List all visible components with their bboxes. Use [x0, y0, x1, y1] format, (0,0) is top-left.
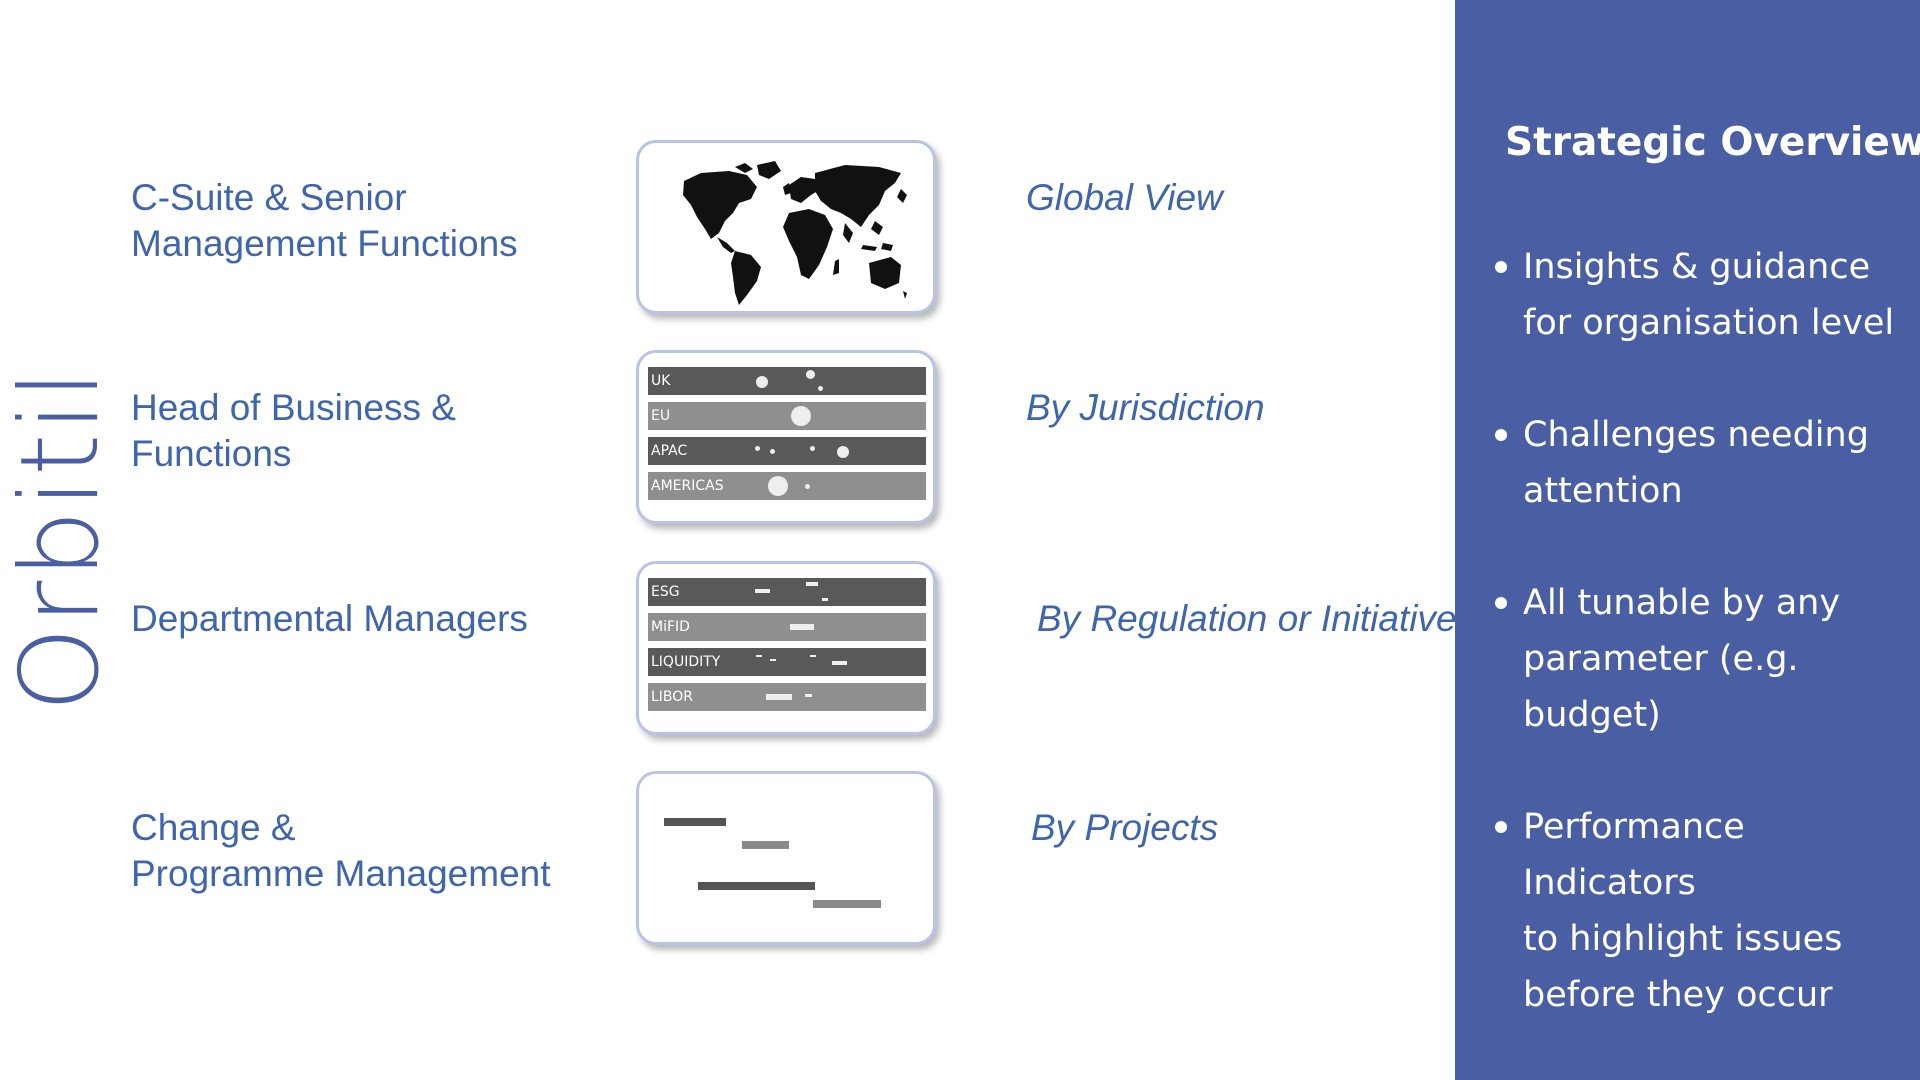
bullet-item: All tunable by any parameter (e.g. budge… — [1495, 575, 1920, 743]
bubble-marker — [770, 449, 775, 454]
bullet-line: All tunable by any — [1523, 583, 1841, 623]
logo-text: Orbitil — [10, 368, 110, 712]
timeline-bar — [790, 624, 814, 630]
view-regulation: By Regulation or Initiative — [1037, 598, 1457, 639]
bubble-marker — [805, 484, 810, 489]
regulation-row-libor: LIBOR — [648, 683, 926, 711]
row-label: LIQUIDITY — [651, 654, 721, 670]
view-jurisdiction: By Jurisdiction — [1026, 387, 1265, 428]
view-global: Global View — [1026, 177, 1223, 218]
bubble-marker — [768, 476, 788, 496]
bubble-marker — [810, 446, 815, 451]
regulation-row-mifid: MiFID — [648, 613, 926, 641]
row-label: APAC — [651, 443, 688, 459]
bubble-marker — [755, 446, 760, 451]
row-label: UK — [651, 373, 671, 389]
bullet-line: attention — [1523, 471, 1683, 511]
gantt-bar — [813, 900, 881, 908]
gantt-bar — [698, 882, 815, 890]
view-projects: By Projects — [1031, 807, 1219, 848]
bubble-marker — [791, 406, 811, 426]
jurisdiction-row-uk: UK — [648, 367, 926, 395]
gantt-bar — [742, 841, 789, 849]
regulation-rows: ESG MiFID LIQUIDITY LIBOR — [648, 578, 926, 718]
jurisdiction-card: UK EU APAC AMERICAS — [636, 350, 936, 524]
bullet-line: parameter (e.g. — [1523, 639, 1799, 679]
bullet-line: Challenges needing — [1523, 415, 1869, 455]
jurisdiction-row-americas: AMERICAS — [648, 472, 926, 500]
gantt-bar — [664, 818, 726, 826]
timeline-bar — [832, 661, 847, 665]
timeline-bar — [766, 694, 792, 700]
jurisdiction-rows: UK EU APAC AMERICAS — [648, 367, 926, 507]
timeline-bar — [806, 582, 818, 586]
row-label: LIBOR — [651, 689, 694, 705]
timeline-bar — [805, 694, 812, 697]
regulation-card: ESG MiFID LIQUIDITY LIBOR — [636, 561, 936, 735]
panel-title: Strategic Overview — [1505, 120, 1920, 165]
bubble-marker — [806, 370, 815, 379]
row-label: MiFID — [651, 619, 690, 635]
timeline-bar — [755, 589, 770, 593]
bullet-item: Challenges needing attention — [1495, 407, 1920, 519]
bullet-dot — [1495, 597, 1507, 609]
jurisdiction-row-eu: EU — [648, 402, 926, 430]
bullet-line: for organisation level — [1523, 303, 1895, 343]
audience-line: C-Suite & Senior — [131, 177, 407, 218]
timeline-bar — [810, 655, 816, 657]
timeline-bar — [770, 659, 776, 661]
audience-c-suite: C-Suite & Senior Management Functions — [131, 175, 518, 267]
audience-head-of-business: Head of Business & Functions — [131, 385, 456, 477]
world-map-icon — [683, 161, 907, 305]
projects-card — [636, 771, 936, 945]
regulation-row-liquidity: LIQUIDITY — [648, 648, 926, 676]
audience-line: Head of Business & — [131, 387, 456, 428]
audience-line: Change & — [131, 807, 296, 848]
bubble-marker — [837, 446, 849, 458]
orbitil-logo: Orbitil — [10, 368, 110, 712]
strategic-overview-panel: Strategic Overview Insights & guidance f… — [1455, 0, 1920, 1080]
bullet-dot — [1495, 261, 1507, 273]
jurisdiction-row-apac: APAC — [648, 437, 926, 465]
bubble-marker — [756, 376, 768, 388]
audience-line: Departmental Managers — [131, 598, 528, 639]
timeline-bar — [756, 655, 762, 657]
bullet-line: Insights & guidance — [1523, 247, 1871, 287]
row-label: AMERICAS — [651, 478, 724, 494]
bullet-line: Performance Indicators — [1523, 807, 1745, 903]
audience-change-programme: Change & Programme Management — [131, 805, 551, 897]
bullet-dot — [1495, 429, 1507, 441]
bullet-line: to highlight issues — [1523, 919, 1843, 959]
audience-line: Management Functions — [131, 223, 518, 264]
bubble-marker — [818, 386, 823, 391]
audience-line: Functions — [131, 433, 292, 474]
bullet-line: before they occur — [1523, 975, 1833, 1015]
row-label: ESG — [651, 584, 680, 600]
row-label: EU — [651, 408, 671, 424]
gantt-chart — [639, 774, 933, 942]
timeline-bar — [822, 598, 828, 601]
regulation-row-esg: ESG — [648, 578, 926, 606]
global-view-card — [636, 140, 936, 314]
bullet-dot — [1495, 821, 1507, 833]
audience-departmental-managers: Departmental Managers — [131, 596, 528, 642]
bullet-item: Performance Indicators to highlight issu… — [1495, 799, 1920, 1023]
bullet-item: Insights & guidance for organisation lev… — [1495, 239, 1920, 351]
audience-line: Programme Management — [131, 853, 551, 894]
bullet-line: budget) — [1523, 695, 1661, 735]
